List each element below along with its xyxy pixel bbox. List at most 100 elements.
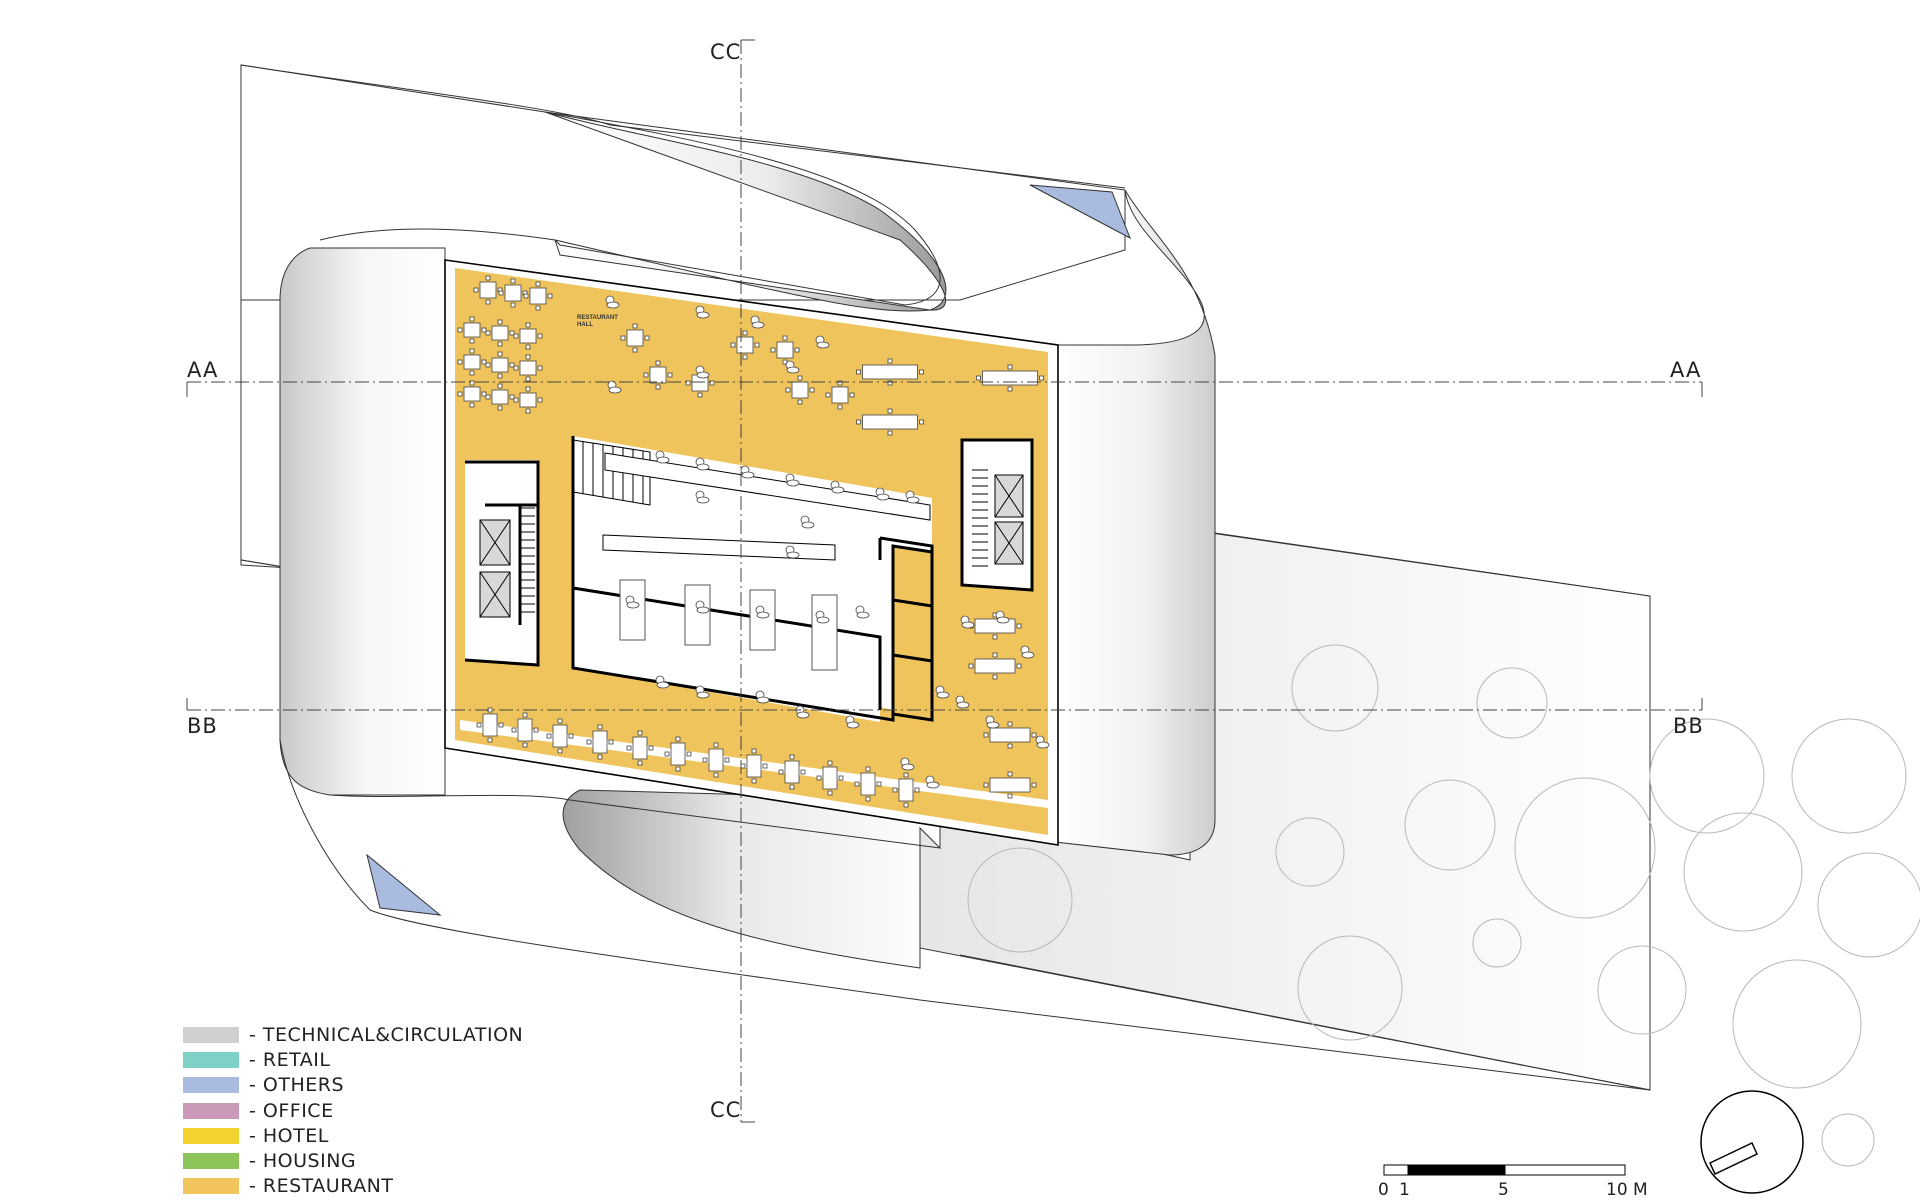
chair — [713, 742, 719, 748]
legend-item-retail: - RETAIL — [183, 1047, 523, 1072]
chair — [485, 299, 491, 305]
chair — [785, 387, 791, 393]
long-table — [862, 414, 918, 430]
upper-counter — [604, 452, 931, 521]
trees — [967, 644, 1920, 1167]
person-figure — [696, 606, 710, 614]
chair — [856, 419, 861, 425]
section-label-aa-left: AA — [187, 358, 219, 382]
chair — [742, 330, 748, 336]
chair — [919, 369, 924, 375]
chair — [469, 316, 475, 322]
person-figure — [786, 551, 800, 559]
chair — [914, 787, 920, 793]
chair — [892, 787, 898, 793]
chair — [525, 408, 531, 414]
chair — [525, 376, 531, 382]
window-table — [822, 766, 838, 790]
long-table — [989, 777, 1031, 793]
legend-swatch — [183, 1153, 239, 1170]
dining-table — [626, 329, 644, 347]
chair — [754, 342, 760, 348]
chair — [762, 763, 768, 769]
chair — [827, 760, 833, 766]
legend-swatch — [183, 1026, 239, 1043]
chair — [782, 335, 788, 341]
chair — [887, 380, 893, 386]
central-bar-block — [573, 436, 932, 722]
person-figure — [696, 463, 710, 471]
booth-table — [463, 322, 481, 338]
scale-label-1: 1 — [1399, 1180, 1410, 1200]
chair — [655, 360, 661, 366]
chair — [537, 333, 543, 339]
chair — [887, 408, 893, 414]
legend-item-hotel: - HOTEL — [183, 1123, 523, 1148]
chair — [1007, 793, 1013, 799]
chair — [457, 327, 463, 333]
person-figure — [961, 621, 975, 629]
chair — [597, 754, 603, 760]
booth-table — [519, 328, 537, 344]
chair — [968, 663, 974, 669]
person-figure — [786, 479, 800, 487]
left-core-walls — [464, 460, 540, 667]
station — [619, 579, 646, 641]
legend-label: - HOUSING — [249, 1150, 357, 1173]
person-figure — [656, 456, 670, 464]
person-figure — [801, 521, 815, 529]
legend-item-restaurant: - RESTAURANT — [183, 1174, 523, 1199]
person-figure — [831, 486, 845, 494]
chair — [838, 775, 844, 781]
scale-label-5: 5 — [1498, 1180, 1509, 1200]
chair — [513, 397, 519, 403]
legend-label: - RETAIL — [249, 1048, 331, 1071]
chair — [730, 342, 736, 348]
tree — [1404, 779, 1496, 871]
person-figure — [796, 711, 810, 719]
north-arrow-icon — [1700, 1090, 1804, 1194]
chair — [837, 404, 843, 410]
chair — [667, 372, 673, 378]
window-table — [860, 772, 876, 796]
chair — [648, 745, 654, 751]
chair — [523, 293, 529, 299]
person-figure — [1021, 651, 1035, 659]
chair — [1031, 732, 1037, 738]
chair — [876, 781, 882, 787]
main-stair — [572, 439, 651, 506]
chair — [1016, 623, 1022, 629]
dining-furniture — [457, 275, 1050, 808]
chair — [1031, 782, 1037, 788]
chair — [887, 358, 893, 364]
section-label-cc-top: CC — [710, 40, 742, 64]
dining-table — [649, 366, 667, 384]
chair — [469, 380, 475, 386]
chair — [713, 772, 719, 778]
chair — [655, 384, 661, 390]
section-label-cc-bottom: CC — [710, 1098, 742, 1122]
legend-label: - OTHERS — [249, 1074, 345, 1097]
section-lines — [186, 39, 1703, 1123]
section-line-bb-ticks — [186, 698, 1703, 710]
chair — [992, 652, 998, 658]
chair — [643, 372, 649, 378]
chair — [481, 359, 487, 365]
scale-label-10m: 10 M — [1606, 1180, 1648, 1200]
section-line-aa-ticks — [186, 382, 1703, 397]
long-table — [974, 658, 1016, 674]
dining-table — [736, 336, 754, 354]
chair — [608, 739, 614, 745]
chair — [854, 781, 860, 787]
chair — [1007, 386, 1013, 392]
chair — [537, 397, 543, 403]
tree — [1297, 935, 1403, 1041]
person-figure — [756, 611, 770, 619]
chair — [992, 634, 998, 640]
chair — [800, 769, 806, 775]
chair — [675, 736, 681, 742]
chair — [724, 757, 730, 763]
chair — [481, 327, 487, 333]
chair — [525, 322, 531, 328]
person-figure — [906, 496, 920, 504]
